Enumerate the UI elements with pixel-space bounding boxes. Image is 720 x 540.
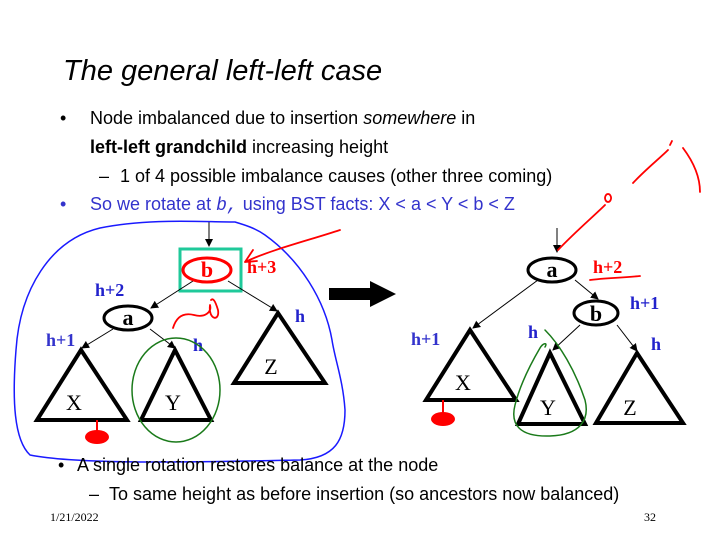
node-b-label: b [590,301,602,326]
footer-date: 1/21/2022 [50,510,99,524]
node-b [181,256,233,284]
height-label: h+2 [593,257,622,277]
sub-bullet-1: 1 of 4 possible imbalance causes (other … [120,166,552,186]
height-label: h+2 [95,280,124,300]
height-label: h+1 [46,330,75,350]
node-a-label: a [547,257,558,282]
subtree-z-label: Z [623,395,636,420]
right-tree: a h+2 b h+1 X Y Z h+1 h h [411,228,687,426]
height-label: h [295,306,305,326]
subtree-y [514,348,589,426]
ink-red-squiggle [172,298,220,329]
ink-red-stroke-right [557,140,701,251]
subtree-y-label: Y [165,390,181,415]
dash-glyph: – [89,484,99,504]
subtree-x [422,326,520,402]
height-label: h+1 [630,293,659,313]
subtree-x [33,346,131,422]
left-tree: b h+3 a h+2 X Y Z h+1 h h [33,222,329,444]
ink-green-loop-right [513,329,587,437]
height-label: h [651,334,661,354]
height-label: h [528,322,538,342]
dash-glyph: – [99,166,109,186]
node-b [572,299,620,327]
subtree-z [230,309,329,385]
bullet-1-line-2: left-left grandchild increasing height [90,137,388,157]
bottom-sub-bullet: To same height as before insertion (so a… [109,484,619,504]
subtree-z-label: Z [264,354,277,379]
ink-green-circle-left [131,337,221,443]
height-label: h+1 [411,329,440,349]
subtree-y [137,345,215,422]
subtree-y-label: Y [540,395,556,420]
subtree-z [592,349,687,425]
bottom-bullet-1: A single rotation restores balance at th… [77,455,438,475]
highlight-box [178,247,243,293]
subtree-x-label: X [66,390,82,415]
bullet-glyph: • [58,455,64,475]
bullet-glyph: • [60,108,66,128]
bullet-2: So we rotate at b, using BST facts: X < … [90,194,515,216]
node-a-label: a [123,305,134,330]
slide-title: The general left-left case [63,55,382,87]
page-number: 32 [644,510,656,524]
ink-red-underline [589,275,641,281]
bullet-glyph-blue: • [60,194,66,214]
node-a [526,256,578,284]
subtree-x-label: X [455,370,471,395]
right-arrow-icon [329,281,396,307]
bullet-1-line-1: Node imbalanced due to insertion somewhe… [90,108,475,128]
node-a [102,304,154,332]
ink-red-arrow-left [244,229,341,263]
ink-blue-loop [13,220,346,463]
ink-annotations [13,140,701,463]
node-b-label: b [201,257,213,282]
inserted-node [431,412,455,426]
inserted-node [85,430,109,444]
